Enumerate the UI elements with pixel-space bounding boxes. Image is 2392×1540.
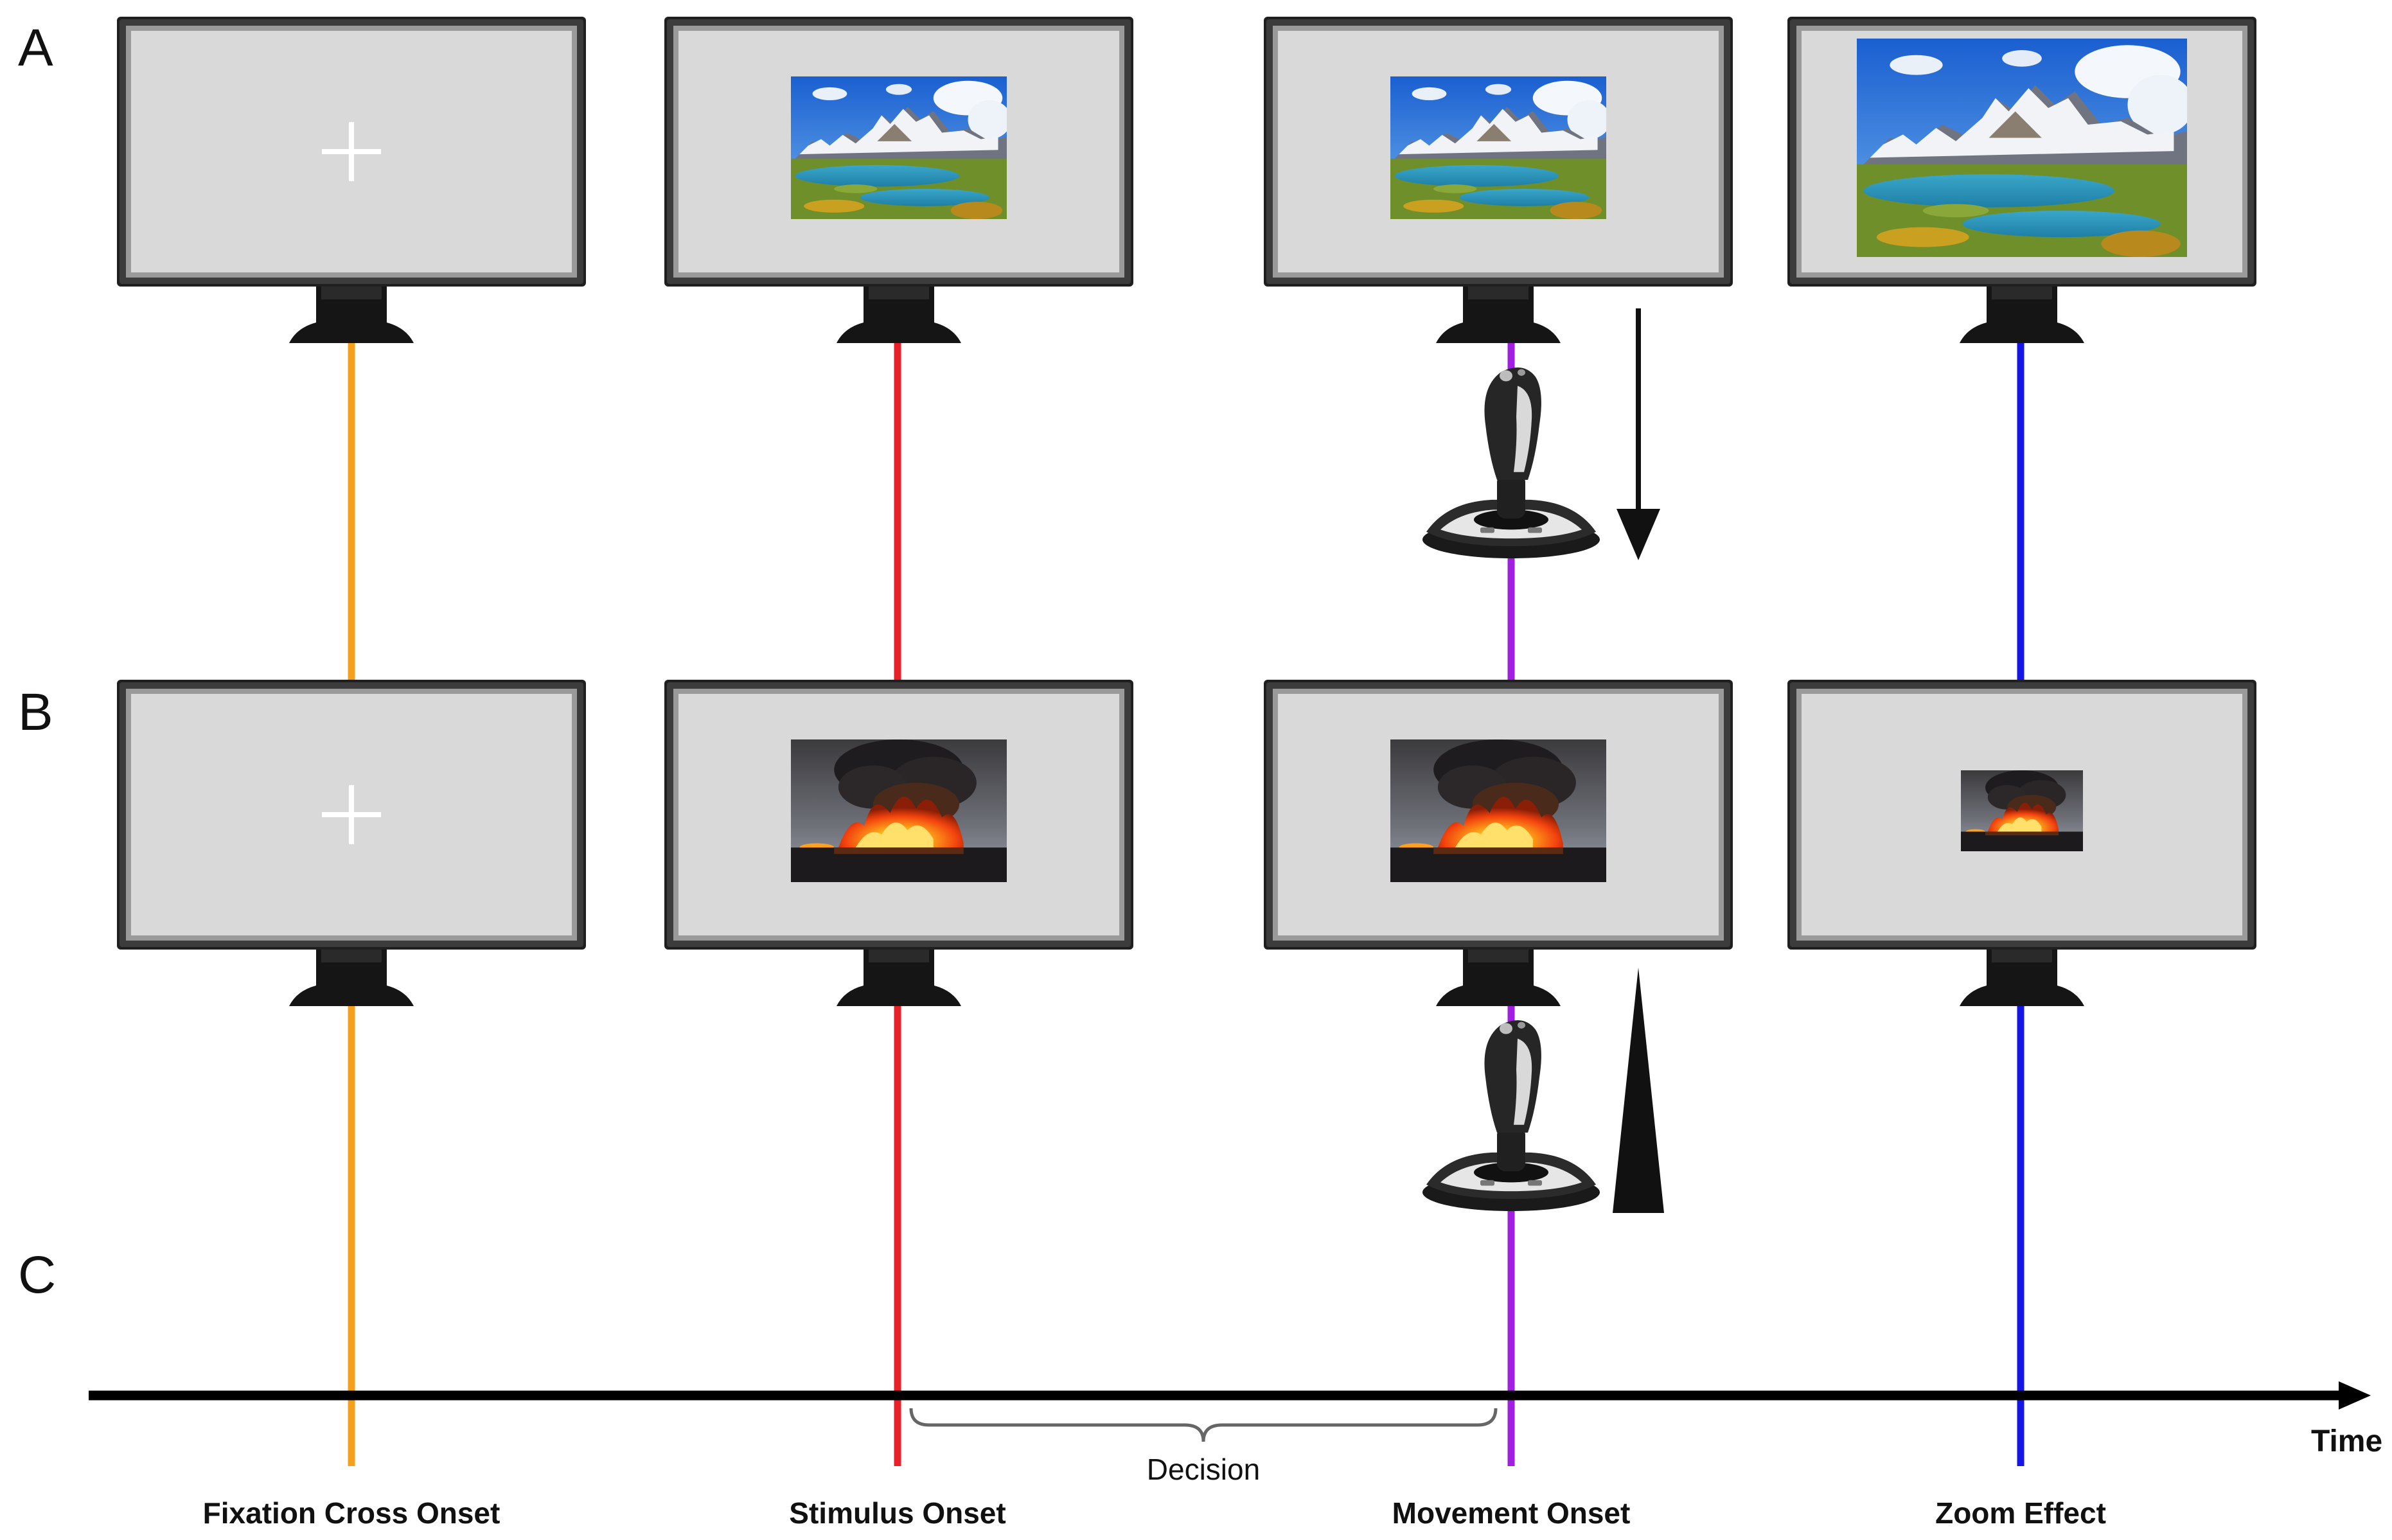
event-lines [348,321,2024,1466]
screen-image-b-movement-onset [1390,739,1606,882]
joystick-b-icon [1422,1020,1600,1212]
time-axis [89,1381,2371,1442]
screen-image-b-stimulus-onset [791,739,1007,882]
push-arrow-icon [1613,968,1664,1213]
screen-image-a-movement-onset [1390,76,1606,219]
event-label-stimulus-onset: Stimulus Onset [789,1496,1006,1530]
time-axis-arrowhead [2339,1381,2371,1410]
monitors [117,17,2256,1006]
screen-image-a-stimulus-onset [791,76,1007,219]
decision-brace [909,1408,1498,1442]
time-axis-label: Time [2311,1424,2383,1458]
panel-label-b: B [18,683,53,741]
event-label-movement-onset: Movement Onset [1392,1496,1631,1530]
joysticks [1422,308,1664,1213]
joystick-a-icon [1422,367,1600,559]
screen-image-a-zoom-effect [1857,39,2187,257]
panel-label-a: A [18,19,53,77]
decision-label: Decision [1146,1453,1261,1486]
event-label-zoom-effect: Zoom Effect [1935,1496,2106,1530]
screen-image-b-zoom-effect [1961,770,2083,851]
event-label-fixation-cross-onset: Fixation Cross Onset [202,1496,501,1530]
panel-label-c: C [18,1246,57,1304]
pull-arrow-icon [1617,308,1660,560]
